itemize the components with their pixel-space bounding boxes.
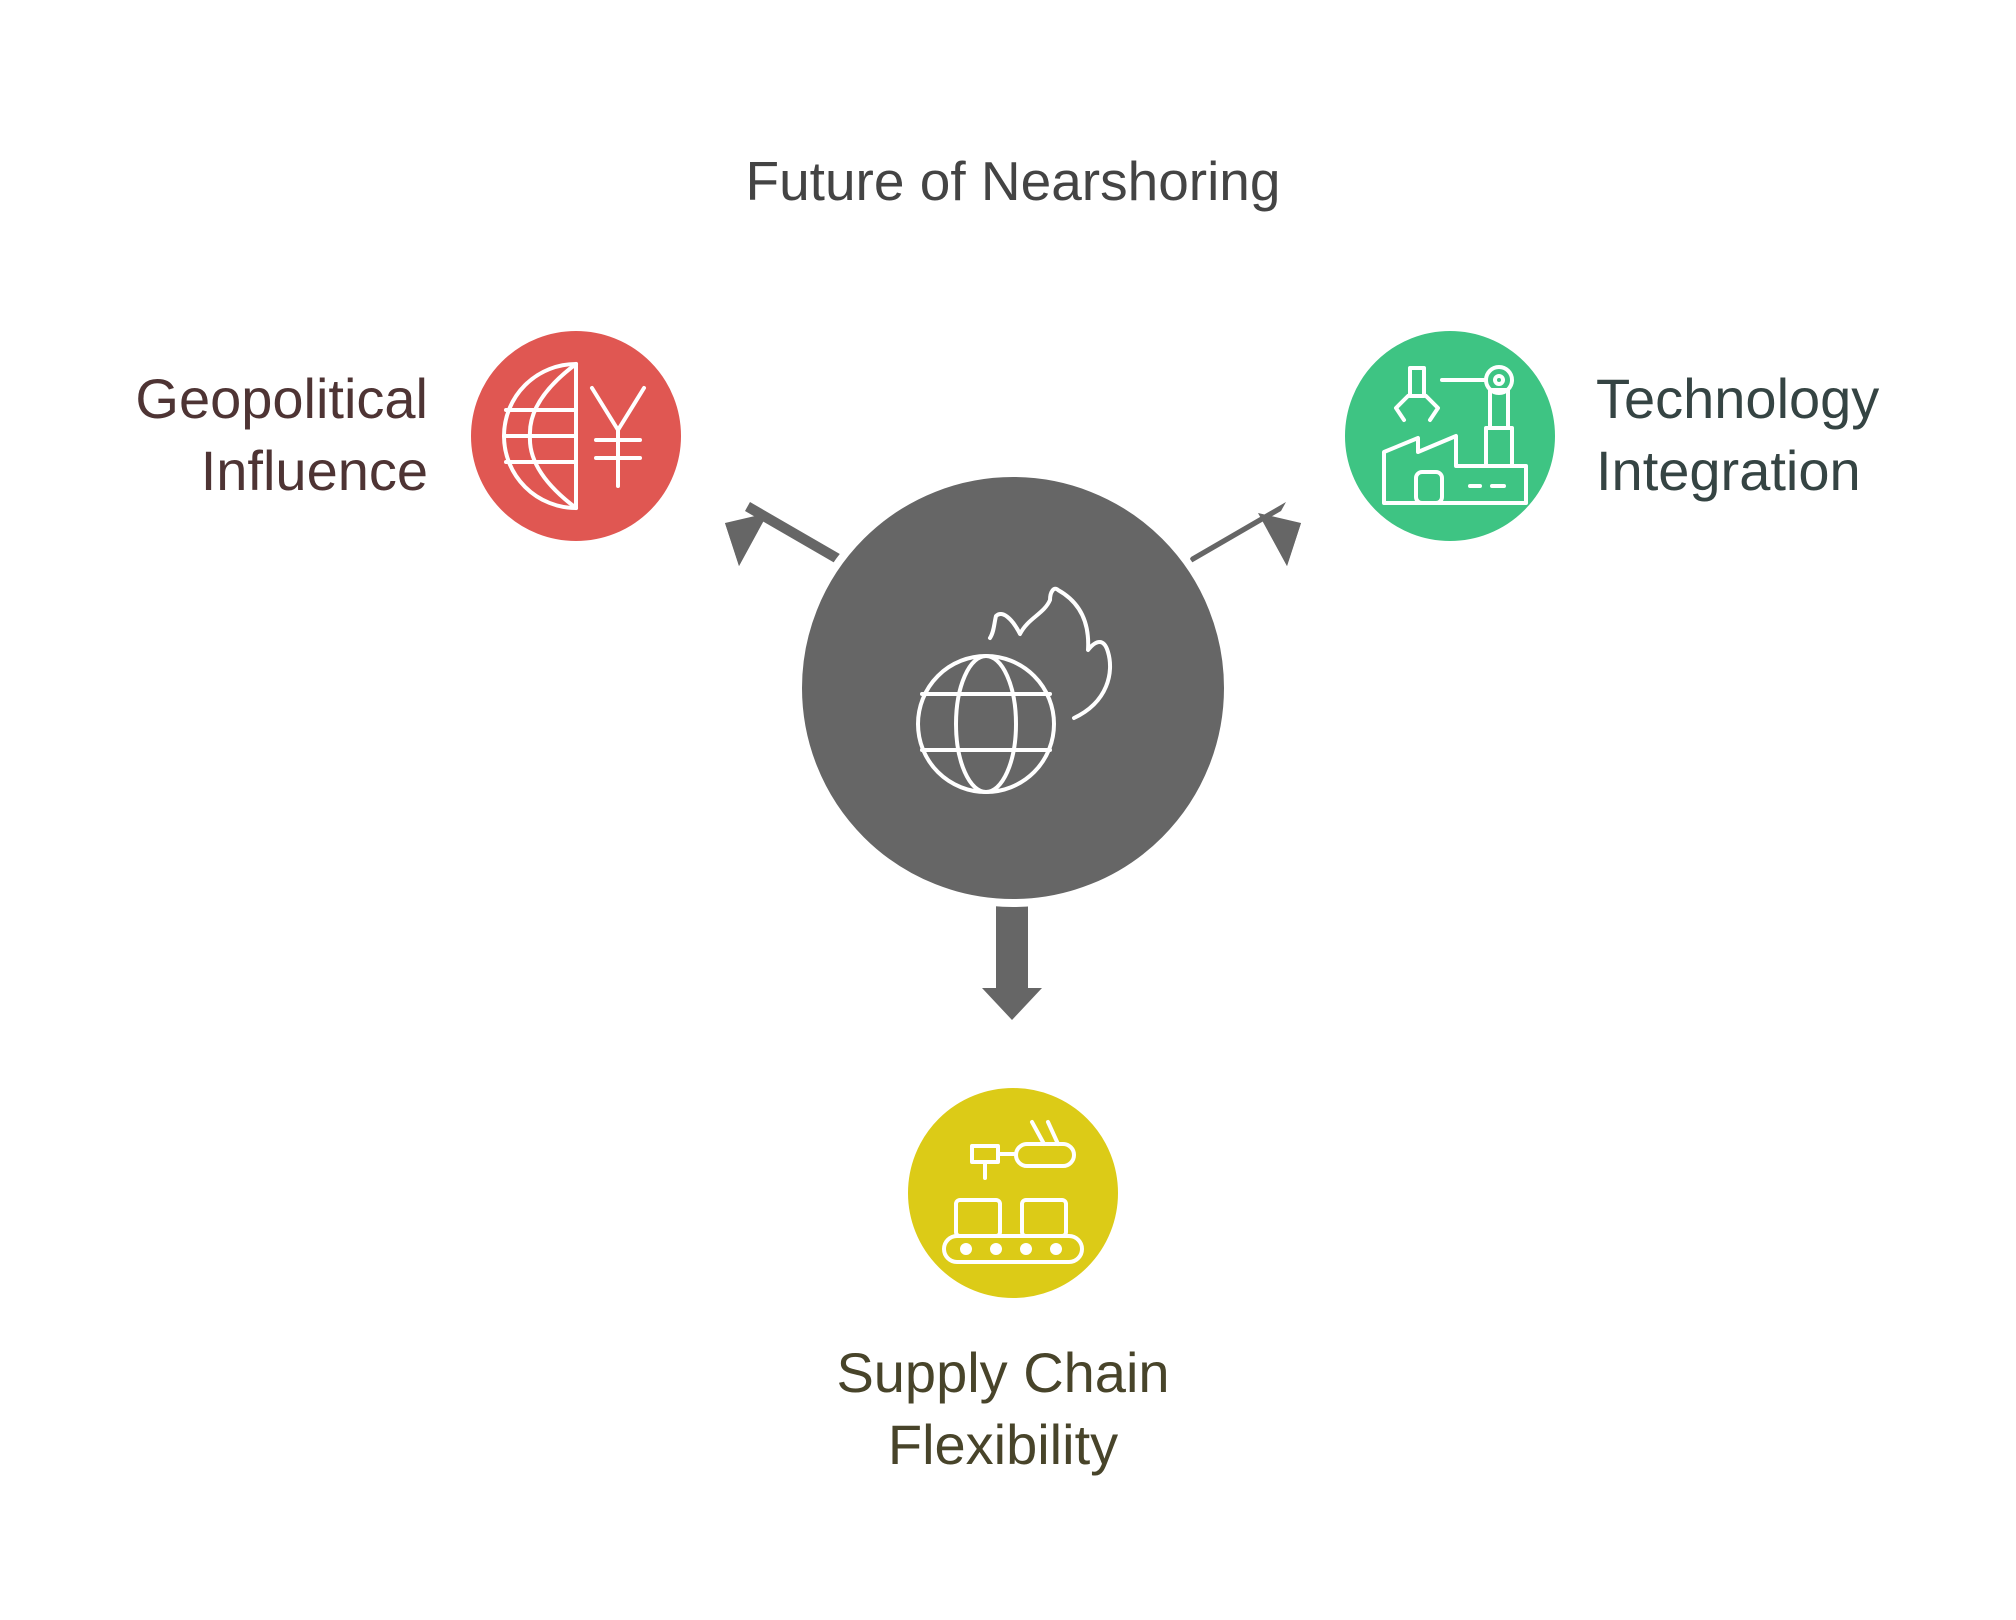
arrow-to-technology xyxy=(1186,502,1301,566)
geopolitical-label-line2: Influence xyxy=(201,439,428,502)
supply-chain-label-line2: Flexibility xyxy=(888,1413,1118,1476)
conveyor-robot-arm-icon xyxy=(942,1120,1084,1264)
technology-label-line2: Integration xyxy=(1596,439,1861,502)
diagram-title: Future of Nearshoring xyxy=(746,150,1281,212)
burning-globe-icon xyxy=(916,586,1113,794)
technology-circle xyxy=(1339,325,1561,547)
geopolitical-label-line1: Geopolitical xyxy=(135,367,428,430)
supply-chain-label-line1: Supply Chain xyxy=(836,1341,1169,1404)
arrow-to-geopolitical xyxy=(725,502,845,566)
robotic-factory-icon xyxy=(1382,365,1528,505)
globe-yen-icon xyxy=(502,362,646,510)
supply-chain-circle xyxy=(902,1082,1124,1304)
technology-label-line1: Technology xyxy=(1596,367,1879,430)
